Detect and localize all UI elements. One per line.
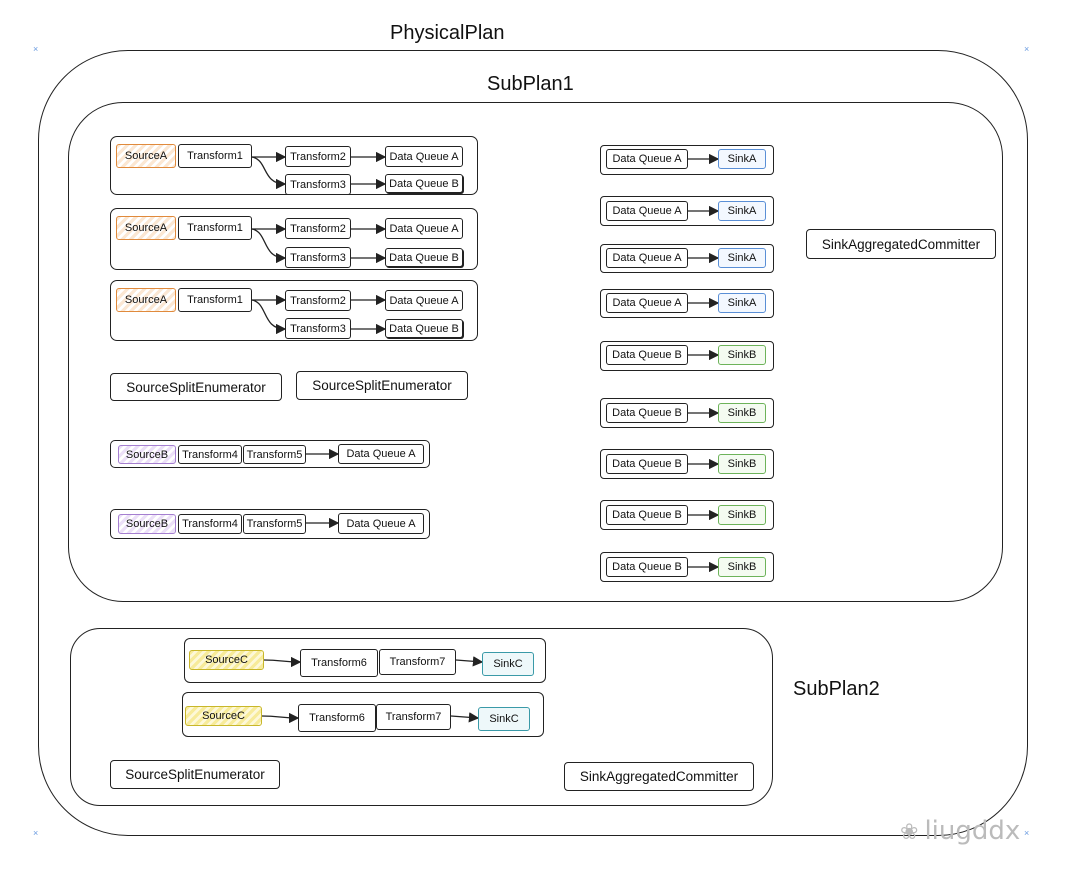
selection-marker-bottom-left: × <box>33 828 39 838</box>
watermark-text: liugddx <box>924 816 1021 846</box>
data-queue-a-node: Data Queue A <box>385 146 463 167</box>
data-queue-b-node: Data Queue B <box>606 505 688 525</box>
subplan2-frame <box>70 628 773 806</box>
sink-b-node: SinkB <box>718 403 766 423</box>
transform3-node: Transform3 <box>285 247 351 268</box>
data-queue-b-node: Data Queue B <box>385 248 463 267</box>
sink-pipeline-1 <box>600 145 774 175</box>
source-a-node: SourceA <box>116 216 176 240</box>
subplan1-frame <box>68 102 1003 602</box>
selection-marker-top-right: × <box>1024 44 1030 54</box>
sink-aggregated-committer: SinkAggregatedCommitter <box>806 229 996 259</box>
sink-b-node: SinkB <box>718 505 766 525</box>
data-queue-a-node: Data Queue A <box>385 218 463 239</box>
subplan2-title: SubPlan2 <box>793 678 880 700</box>
transform1-node: Transform1 <box>178 144 252 168</box>
data-queue-a-node: Data Queue A <box>338 513 424 534</box>
source-c-pipeline-1 <box>184 638 546 683</box>
transform3-node: Transform3 <box>285 318 351 339</box>
transform1-node: Transform1 <box>178 288 252 312</box>
sink-b-node: SinkB <box>718 345 766 365</box>
source-b-pipeline-1 <box>110 440 430 468</box>
data-queue-a-node: Data Queue A <box>338 444 424 464</box>
data-queue-b-node: Data Queue B <box>606 403 688 423</box>
transform7-node: Transform7 <box>379 649 456 675</box>
sink-pipeline-3 <box>600 244 774 273</box>
transform5-node: Transform5 <box>243 514 306 534</box>
sink-pipeline-9 <box>600 552 774 582</box>
transform3-node: Transform3 <box>285 174 351 195</box>
source-a-pipeline-3 <box>110 280 478 341</box>
data-queue-b-node: Data Queue B <box>606 345 688 365</box>
sink-pipeline-2 <box>600 196 774 226</box>
selection-marker-top-left: × <box>33 44 39 54</box>
transform2-node: Transform2 <box>285 290 351 311</box>
data-queue-a-node: Data Queue A <box>606 248 688 268</box>
transform2-node: Transform2 <box>285 218 351 239</box>
sink-pipeline-7 <box>600 449 774 479</box>
sink-a-node: SinkA <box>718 201 766 221</box>
sink-pipeline-5 <box>600 341 774 371</box>
sink-pipeline-6 <box>600 398 774 428</box>
transform7-node: Transform7 <box>376 704 451 730</box>
sink-b-node: SinkB <box>718 557 766 577</box>
source-a-node: SourceA <box>116 144 176 168</box>
transform1-node: Transform1 <box>178 216 252 240</box>
data-queue-a-node: Data Queue A <box>606 293 688 313</box>
data-queue-b-node: Data Queue B <box>606 454 688 474</box>
source-c-node: SourceC <box>189 650 264 670</box>
sink-b-node: SinkB <box>718 454 766 474</box>
data-queue-b-node: Data Queue B <box>385 319 463 338</box>
source-split-enumerator: SourceSplitEnumerator <box>110 760 280 789</box>
sink-a-node: SinkA <box>718 248 766 268</box>
sink-a-node: SinkA <box>718 293 766 313</box>
sink-c-node: SinkC <box>482 652 534 676</box>
watermark-logo: ❀liugddx <box>900 816 1020 846</box>
source-split-enumerator: SourceSplitEnumerator <box>296 371 468 400</box>
transform4-node: Transform4 <box>178 445 242 464</box>
sink-pipeline-4 <box>600 289 774 318</box>
selection-marker-bottom-right: × <box>1024 828 1030 838</box>
data-queue-a-node: Data Queue A <box>385 290 463 311</box>
data-queue-a-node: Data Queue A <box>606 201 688 221</box>
sink-pipeline-8 <box>600 500 774 530</box>
transform6-node: Transform6 <box>300 649 378 677</box>
source-b-node: SourceB <box>118 445 176 464</box>
subplan1-title: SubPlan1 <box>487 73 574 95</box>
data-queue-b-node: Data Queue B <box>606 557 688 577</box>
transform5-node: Transform5 <box>243 445 306 464</box>
data-queue-a-node: Data Queue A <box>606 149 688 169</box>
source-split-enumerator: SourceSplitEnumerator <box>110 373 282 401</box>
sink-aggregated-committer: SinkAggregatedCommitter <box>564 762 754 791</box>
source-b-pipeline-2 <box>110 509 430 539</box>
sink-a-node: SinkA <box>718 149 766 169</box>
source-c-pipeline-2 <box>182 692 544 737</box>
transform2-node: Transform2 <box>285 146 351 167</box>
source-a-node: SourceA <box>116 288 176 312</box>
source-a-pipeline-2 <box>110 208 478 270</box>
wechat-icon: ❀ <box>900 820 919 845</box>
transform4-node: Transform4 <box>178 514 242 534</box>
data-queue-b-node: Data Queue B <box>385 174 463 193</box>
transform6-node: Transform6 <box>298 704 376 732</box>
physical-plan-title: PhysicalPlan <box>390 22 505 44</box>
physical-plan-frame <box>38 50 1028 836</box>
source-b-node: SourceB <box>118 514 176 534</box>
source-c-node: SourceC <box>185 706 262 726</box>
sink-c-node: SinkC <box>478 707 530 731</box>
